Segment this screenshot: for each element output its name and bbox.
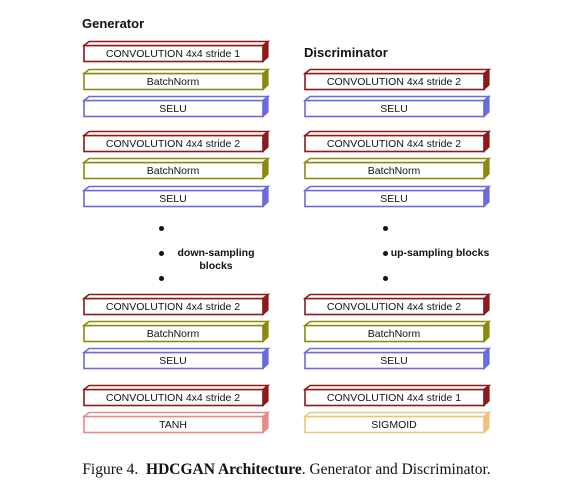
selu-label: SELU (159, 103, 187, 115)
ellipsis-dot (159, 251, 164, 256)
tanh-block: TANH (81, 411, 271, 434)
bn-block: BatchNorm (81, 320, 271, 343)
figure-caption: Figure 4. HDCGAN Architecture. Generator… (0, 461, 573, 479)
bn-block: BatchNorm (81, 68, 271, 91)
tanh-label: TANH (159, 419, 187, 431)
bn-label: BatchNorm (146, 76, 200, 88)
discriminator-title: Discriminator (304, 45, 388, 60)
bn-label: BatchNorm (146, 328, 200, 340)
conv-label: CONVOLUTION 4x4 stride 2 (105, 301, 241, 313)
generator-title: Generator (82, 16, 145, 31)
conv-box-shape (81, 40, 271, 63)
bn-label: BatchNorm (146, 165, 200, 177)
bn-box-shape (302, 320, 492, 343)
conv-label: CONVOLUTION 4x4 stride 2 (326, 138, 462, 150)
selu-block: SELU (81, 185, 271, 208)
selu-box-shape (81, 185, 271, 208)
generator-gap-label: down-sampling blocks (177, 247, 255, 272)
bn-label: BatchNorm (367, 328, 421, 340)
selu-label: SELU (380, 103, 408, 115)
conv-block: CONVOLUTION 4x4 stride 2 (81, 130, 271, 153)
selu-block: SELU (302, 95, 492, 118)
ellipsis-dot (383, 251, 388, 256)
conv-box-shape (81, 130, 271, 153)
sigmoid-label: SIGMOID (371, 419, 417, 431)
selu-label: SELU (159, 193, 187, 205)
conv-box-shape (302, 384, 492, 407)
selu-block: SELU (302, 347, 492, 370)
bn-block: BatchNorm (302, 157, 492, 180)
conv-label: CONVOLUTION 4x4 stride 2 (105, 392, 241, 404)
conv-block: CONVOLUTION 4x4 stride 2 (81, 384, 271, 407)
conv-block: CONVOLUTION 4x4 stride 2 (302, 293, 492, 316)
selu-box-shape (81, 347, 271, 370)
selu-box-shape (302, 95, 492, 118)
conv-box-shape (302, 293, 492, 316)
bn-box-shape (302, 157, 492, 180)
conv-box-shape (81, 293, 271, 316)
conv-block: CONVOLUTION 4x4 stride 2 (81, 293, 271, 316)
selu-block: SELU (81, 347, 271, 370)
ellipsis-dot (383, 226, 388, 231)
tanh-box-shape (81, 411, 271, 434)
conv-block: CONVOLUTION 4x4 stride 1 (302, 384, 492, 407)
selu-block: SELU (81, 95, 271, 118)
selu-label: SELU (159, 355, 187, 367)
caption-prefix: Figure 4. (82, 461, 139, 478)
conv-label: CONVOLUTION 4x4 stride 2 (326, 301, 462, 313)
selu-block: SELU (302, 185, 492, 208)
selu-box-shape (302, 185, 492, 208)
conv-box-shape (302, 130, 492, 153)
conv-label: CONVOLUTION 4x4 stride 1 (105, 48, 241, 60)
selu-box-shape (81, 95, 271, 118)
conv-block: CONVOLUTION 4x4 stride 2 (302, 68, 492, 91)
selu-label: SELU (380, 355, 408, 367)
bn-block: BatchNorm (302, 320, 492, 343)
selu-box-shape (302, 347, 492, 370)
conv-label: CONVOLUTION 4x4 stride 1 (326, 392, 462, 404)
conv-box-shape (81, 384, 271, 407)
conv-label: CONVOLUTION 4x4 stride 2 (105, 138, 241, 150)
ellipsis-dot (383, 276, 388, 281)
bn-box-shape (81, 157, 271, 180)
conv-label: CONVOLUTION 4x4 stride 2 (326, 76, 462, 88)
sigmoid-box-shape (302, 411, 492, 434)
discriminator-gap-label: up-sampling blocks (390, 247, 490, 259)
conv-block: CONVOLUTION 4x4 stride 2 (302, 130, 492, 153)
caption-rest: . Generator and Discriminator. (301, 461, 491, 478)
caption-title: HDCGAN Architecture (146, 461, 302, 478)
bn-box-shape (81, 68, 271, 91)
bn-block: BatchNorm (81, 157, 271, 180)
conv-block: CONVOLUTION 4x4 stride 1 (81, 40, 271, 63)
bn-box-shape (81, 320, 271, 343)
ellipsis-dot (159, 226, 164, 231)
bn-label: BatchNorm (367, 165, 421, 177)
conv-box-shape (302, 68, 492, 91)
selu-label: SELU (380, 193, 408, 205)
sigmoid-block: SIGMOID (302, 411, 492, 434)
ellipsis-dot (159, 276, 164, 281)
